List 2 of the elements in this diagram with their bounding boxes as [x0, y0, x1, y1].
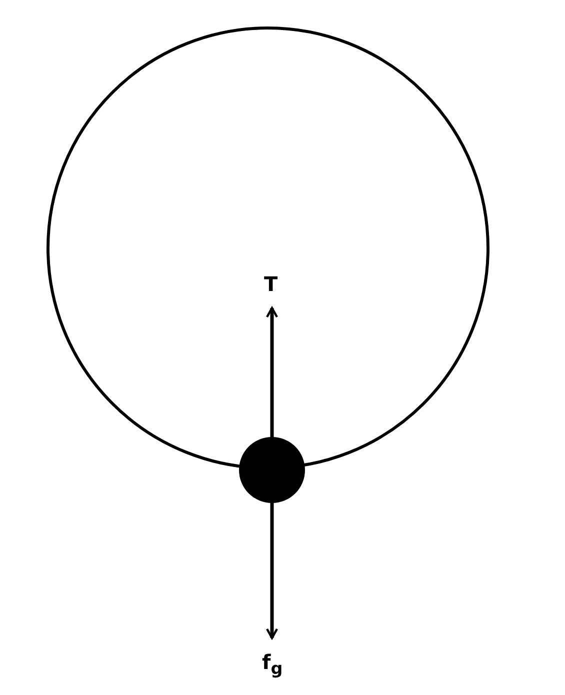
force-label: f$_{g}$ — [262, 652, 283, 678]
force-label: T — [264, 274, 278, 294]
